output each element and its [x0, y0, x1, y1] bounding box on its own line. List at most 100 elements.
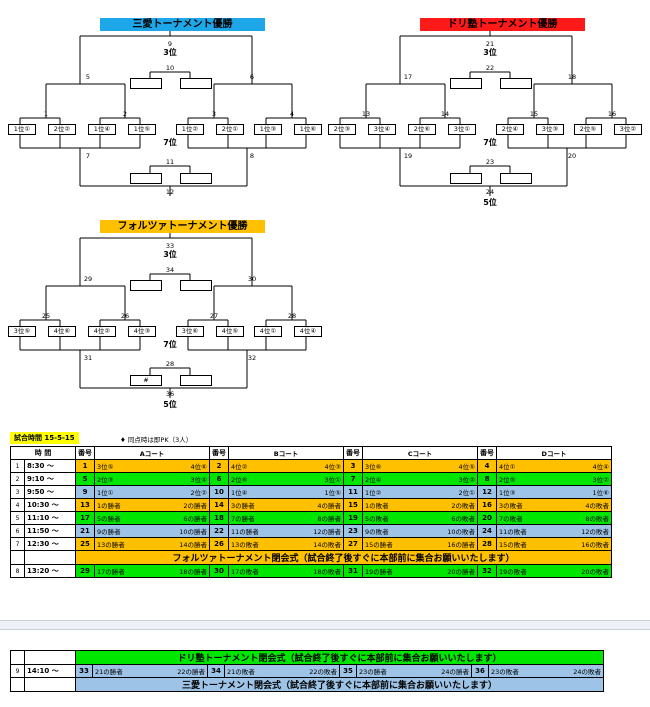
fortuna-final-no: 33 [165, 242, 175, 250]
team-right: 6の勝者 [183, 515, 207, 523]
team-left: 1の勝者 [97, 502, 121, 510]
match-number: 7 [343, 472, 363, 486]
row-time: 8:30 ～ [24, 459, 76, 473]
match-number: 35 [339, 664, 357, 678]
dori-semi-right-no: 18 [567, 73, 577, 81]
row-time: 9:10 ～ [24, 472, 76, 486]
dori-place7-no: 23 [485, 158, 495, 166]
mitsubishi-semi-right-no: 6 [249, 73, 255, 81]
dori-qf-no-1: 13 [361, 110, 371, 118]
dori-qf-no-2: 14 [440, 110, 450, 118]
team-right: 16の勝者 [447, 541, 475, 549]
match-number: 20 [477, 511, 497, 525]
mitsubishi-seed-7: 1位③ [254, 124, 282, 135]
mitsubishi-l7-left-no: 7 [85, 152, 91, 160]
mitsubishi-place7-box-right [180, 173, 212, 184]
team-right: 12の勝者 [313, 528, 341, 536]
ceremony-fortuna: フォルツァトーナメント閉会式（試合終了後すぐに本部前に集合お願いいたします） [10, 550, 612, 565]
match-number: 12 [477, 485, 497, 499]
match-number: 16 [477, 498, 497, 512]
row-index: 1 [10, 459, 25, 473]
team-right: 8の勝者 [317, 515, 341, 523]
match-number: 10 [209, 485, 229, 499]
match-number: 22 [209, 524, 229, 538]
team-left: 1の敗者 [365, 502, 389, 510]
fortuna-title: フォルツァトーナメント優勝 [100, 220, 265, 233]
dori-qf-no-4: 16 [607, 110, 617, 118]
dori-title: ドリ塾トーナメント優勝 [420, 18, 585, 31]
match-number: 25 [75, 537, 95, 551]
match-number: 21 [75, 524, 95, 538]
dori-bottom-label: 5位 [483, 198, 497, 207]
dori-seed-6: 3位③ [536, 124, 564, 135]
mitsubishi-third-label: 3位 [163, 48, 177, 57]
mitsubishi-seed-6: 2位① [216, 124, 244, 135]
team-right: 20の勝者 [447, 568, 475, 576]
fortuna-qf-no-2: 26 [120, 312, 130, 320]
match-number: 18 [209, 511, 229, 525]
fortuna-seed-4: 4位③ [128, 326, 156, 337]
dori-place7-box-left [450, 173, 482, 184]
fortuna-bottom-no: 36 [165, 390, 175, 398]
mitsubishi-seed-4: 1位⑤ [128, 124, 156, 135]
mitsubishi-place7-label: 7位 [163, 138, 177, 147]
match-number: 33 [75, 664, 93, 678]
fortuna-place7-box-left: # [130, 375, 162, 386]
row-time: 9:50 ～ [24, 485, 76, 499]
team-left: 3の敗者 [499, 502, 523, 510]
dori-seed-3: 2位⑥ [408, 124, 436, 135]
fortuna-seed-6: 4位⑤ [216, 326, 244, 337]
match-number: 32 [477, 564, 497, 578]
dori-l7-left-no: 19 [403, 152, 413, 160]
dori-seed-5: 2位④ [496, 124, 524, 135]
row-index: 4 [10, 498, 25, 512]
mitsubishi-third-box-right [180, 78, 212, 89]
team-right: 18の勝者 [179, 568, 207, 576]
team-right: 3位② [592, 476, 609, 484]
match-number: 5 [75, 472, 95, 486]
team-left: 21の敗者 [227, 668, 255, 676]
fortuna-third-box-right [180, 280, 212, 291]
team-right: 2位② [190, 489, 207, 497]
match-number: 23 [343, 524, 363, 538]
team-left: 11の敗者 [499, 528, 527, 536]
team-left: 2位③ [97, 476, 114, 484]
dori-l7-right-no: 20 [567, 152, 577, 160]
team-left: 5の勝者 [97, 515, 121, 523]
team-right: 3位③ [458, 476, 475, 484]
fortuna-third-box-left [130, 280, 162, 291]
match-number: 2 [209, 459, 229, 473]
ceremony-dori-text: ドリ塾トーナメント閉会式（試合終了後すぐに本部前に集合お願いいたします） [75, 650, 604, 665]
match-number: 29 [75, 564, 95, 578]
dori-third-box-right [500, 78, 532, 89]
team-right: 1位⑤ [324, 489, 341, 497]
match-number: 11 [343, 485, 363, 499]
row-time: 10:30 ～ [24, 498, 76, 512]
team-left: 15の敗者 [499, 541, 527, 549]
match-number: 6 [209, 472, 229, 486]
team-right: 10の敗者 [447, 528, 475, 536]
